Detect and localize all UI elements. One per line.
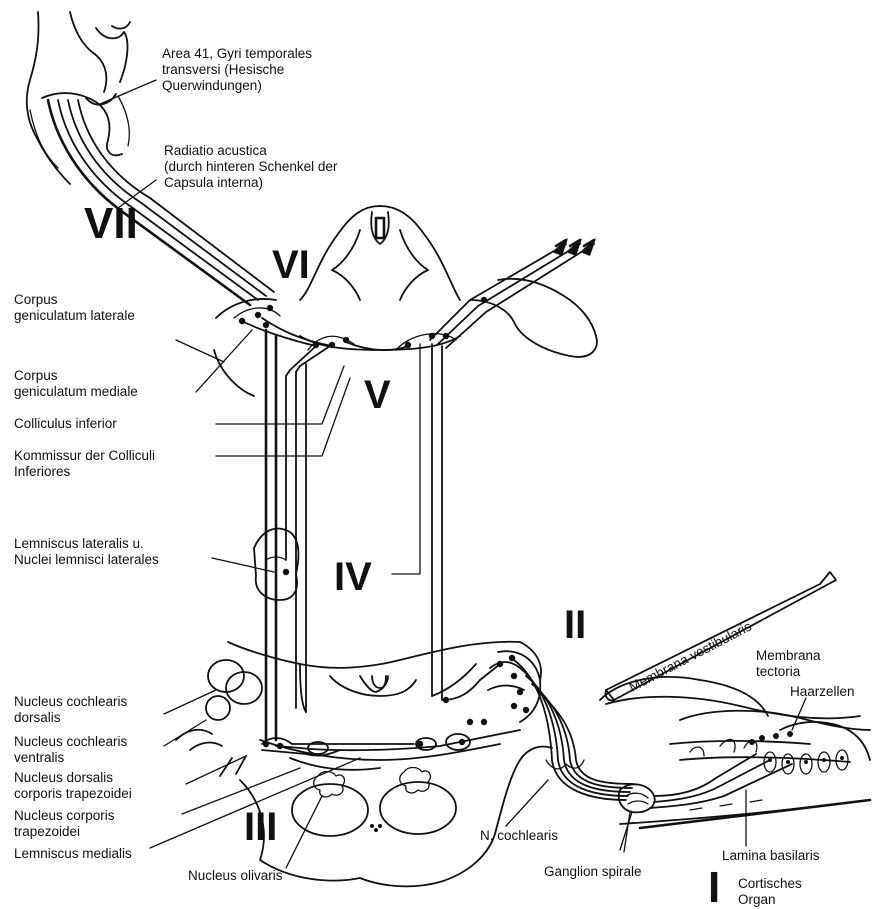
stage-numeral-iii: III bbox=[244, 805, 277, 849]
label-nct-line1: Nucleus corporis bbox=[14, 808, 115, 823]
label-nct-line2: trapezoidei bbox=[14, 824, 80, 839]
stage-numeral-ii: II bbox=[564, 603, 586, 647]
label-membrana-tectoria-line1: Membrana bbox=[756, 648, 821, 663]
label-membrana-vestibularis: Membrana vestibularis bbox=[626, 619, 754, 695]
label-area41-line3: Querwindungen) bbox=[162, 78, 262, 93]
label-lamina: Lamina basilaris bbox=[722, 848, 820, 863]
stage-numeral-vi: VI bbox=[272, 243, 310, 287]
stage-numeral-iv: IV bbox=[334, 555, 372, 599]
label-area41-line1: Area 41, Gyri temporales bbox=[162, 46, 312, 61]
label-cortisches-line2: Organ bbox=[738, 892, 776, 907]
label-radiatio-line3: Capsula interna) bbox=[164, 175, 263, 190]
label-ndct-line1: Nucleus dorsalis bbox=[14, 770, 113, 785]
label-colliculus: Colliculus inferior bbox=[14, 416, 117, 431]
cochlear-nuclei bbox=[176, 660, 262, 776]
label-n-cochlearis: N. cochlearis bbox=[480, 828, 558, 843]
label-radiatio-line1: Radiatio acustica bbox=[164, 143, 267, 158]
label-ncd-line2: dorsalis bbox=[14, 710, 61, 725]
label-ndct-line2: corporis trapezoidei bbox=[14, 786, 132, 801]
stage-numeral-i: I bbox=[708, 863, 720, 909]
label-haarzellen: Haarzellen bbox=[790, 684, 855, 699]
label-cgl-line1: Corpus bbox=[14, 292, 58, 307]
label-kommissur-line2: Inferiores bbox=[14, 464, 71, 479]
organ-of-corti bbox=[600, 677, 870, 828]
right-cochlear-nucleus bbox=[432, 651, 540, 722]
label-cgm-line1: Corpus bbox=[14, 368, 58, 383]
label-kommissur-line1: Kommissur der Colliculi bbox=[14, 448, 155, 463]
cochlear-nerve-bundle bbox=[514, 660, 634, 800]
label-membrana-tectoria-line2: tectoria bbox=[756, 664, 801, 679]
label-cgm-line2: geniculatum mediale bbox=[14, 384, 138, 399]
label-ganglion: Ganglion spirale bbox=[544, 864, 642, 879]
label-lemniscus-med: Lemniscus medialis bbox=[14, 846, 132, 861]
label-area41-line2: transversi (Hesische bbox=[162, 62, 284, 77]
label-ncv-line2: ventralis bbox=[14, 750, 65, 765]
olivary-nuclei bbox=[262, 719, 520, 836]
stage-numeral-vii: VII bbox=[84, 199, 138, 248]
label-lemniscus-lat-line2: Nuclei lemnisci laterales bbox=[14, 552, 159, 567]
label-cgl-line2: geniculatum laterale bbox=[14, 308, 135, 323]
label-ncv-line1: Nucleus cochlearis bbox=[14, 734, 128, 749]
radiatio-fibers bbox=[48, 94, 274, 305]
ascending-fibers-right bbox=[430, 238, 596, 348]
label-olivaris: Nucleus olivaris bbox=[188, 868, 283, 883]
label-cortisches-line1: Cortisches bbox=[738, 876, 802, 891]
stage-numeral-v: V bbox=[364, 373, 391, 417]
label-lemniscus-lat-line1: Lemniscus lateralis u. bbox=[14, 536, 144, 551]
label-radiatio-line2: (durch hinteren Schenkel der bbox=[164, 159, 338, 174]
label-ncd-line1: Nucleus cochlearis bbox=[14, 694, 128, 709]
midbrain-outline bbox=[214, 206, 597, 396]
